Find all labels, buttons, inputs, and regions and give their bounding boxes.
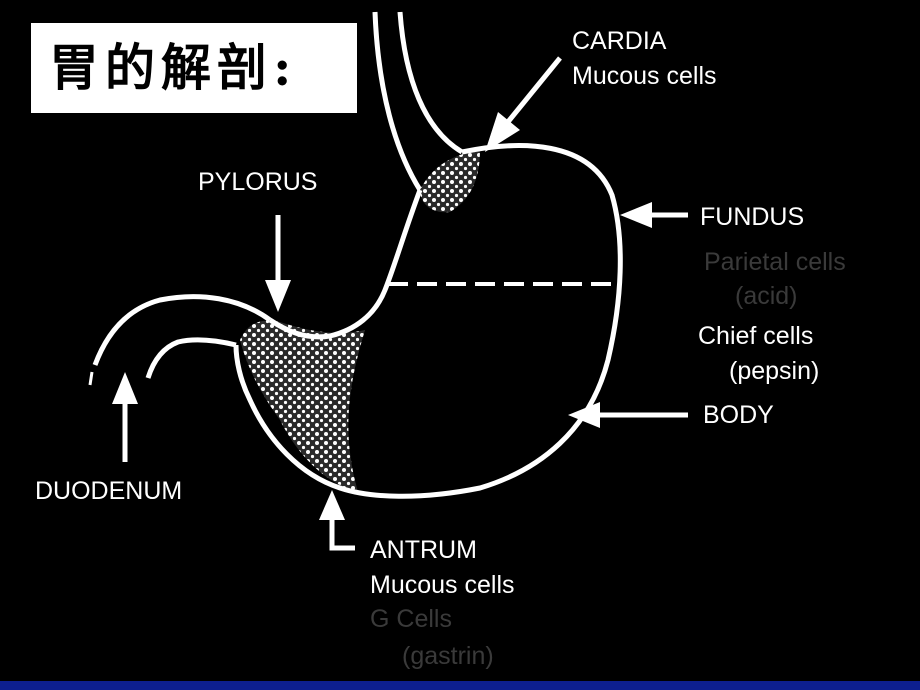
gastrin-label: (gastrin): [402, 642, 494, 670]
stomach-outline: [233, 143, 623, 499]
cardia-region: [420, 150, 480, 213]
antrum-cells-label: Mucous cells: [370, 571, 515, 599]
fundus-label: FUNDUS: [700, 203, 804, 231]
esophagus-left-wall: [372, 11, 423, 192]
duodenum-arrow: [112, 372, 138, 462]
duodenum-inner: [145, 337, 237, 379]
acid-label: (acid): [735, 282, 798, 310]
body-label: BODY: [703, 401, 774, 429]
antrum-region: [240, 320, 365, 492]
cardia-label: CARDIA: [572, 27, 667, 55]
antrum-arrow: [319, 490, 355, 551]
esophagus-right-wall: [397, 11, 464, 155]
page-title: 胃的解剖:: [49, 38, 298, 97]
duodenum-label: DUODENUM: [35, 477, 182, 505]
pylorus-arrow: [265, 215, 291, 312]
footer-bar: [0, 681, 920, 690]
cardia-arrow: [485, 56, 562, 152]
chief-cells-label: Chief cells: [698, 322, 813, 350]
parietal-cells-label: Parietal cells: [704, 248, 846, 276]
pylorus-label: PYLORUS: [198, 168, 317, 196]
lesser-curvature: [268, 189, 423, 340]
cardia-cells-label: Mucous cells: [572, 62, 717, 90]
title-box: 胃的解剖:: [31, 23, 357, 113]
pepsin-label: (pepsin): [729, 357, 819, 385]
body-arrow: [568, 402, 688, 428]
fundus-arrow: [620, 202, 688, 228]
antrum-label: ANTRUM: [370, 536, 477, 564]
g-cells-label: G Cells: [370, 605, 452, 633]
duodenum-tip: [88, 371, 94, 386]
duodenum-outer: [92, 294, 272, 366]
